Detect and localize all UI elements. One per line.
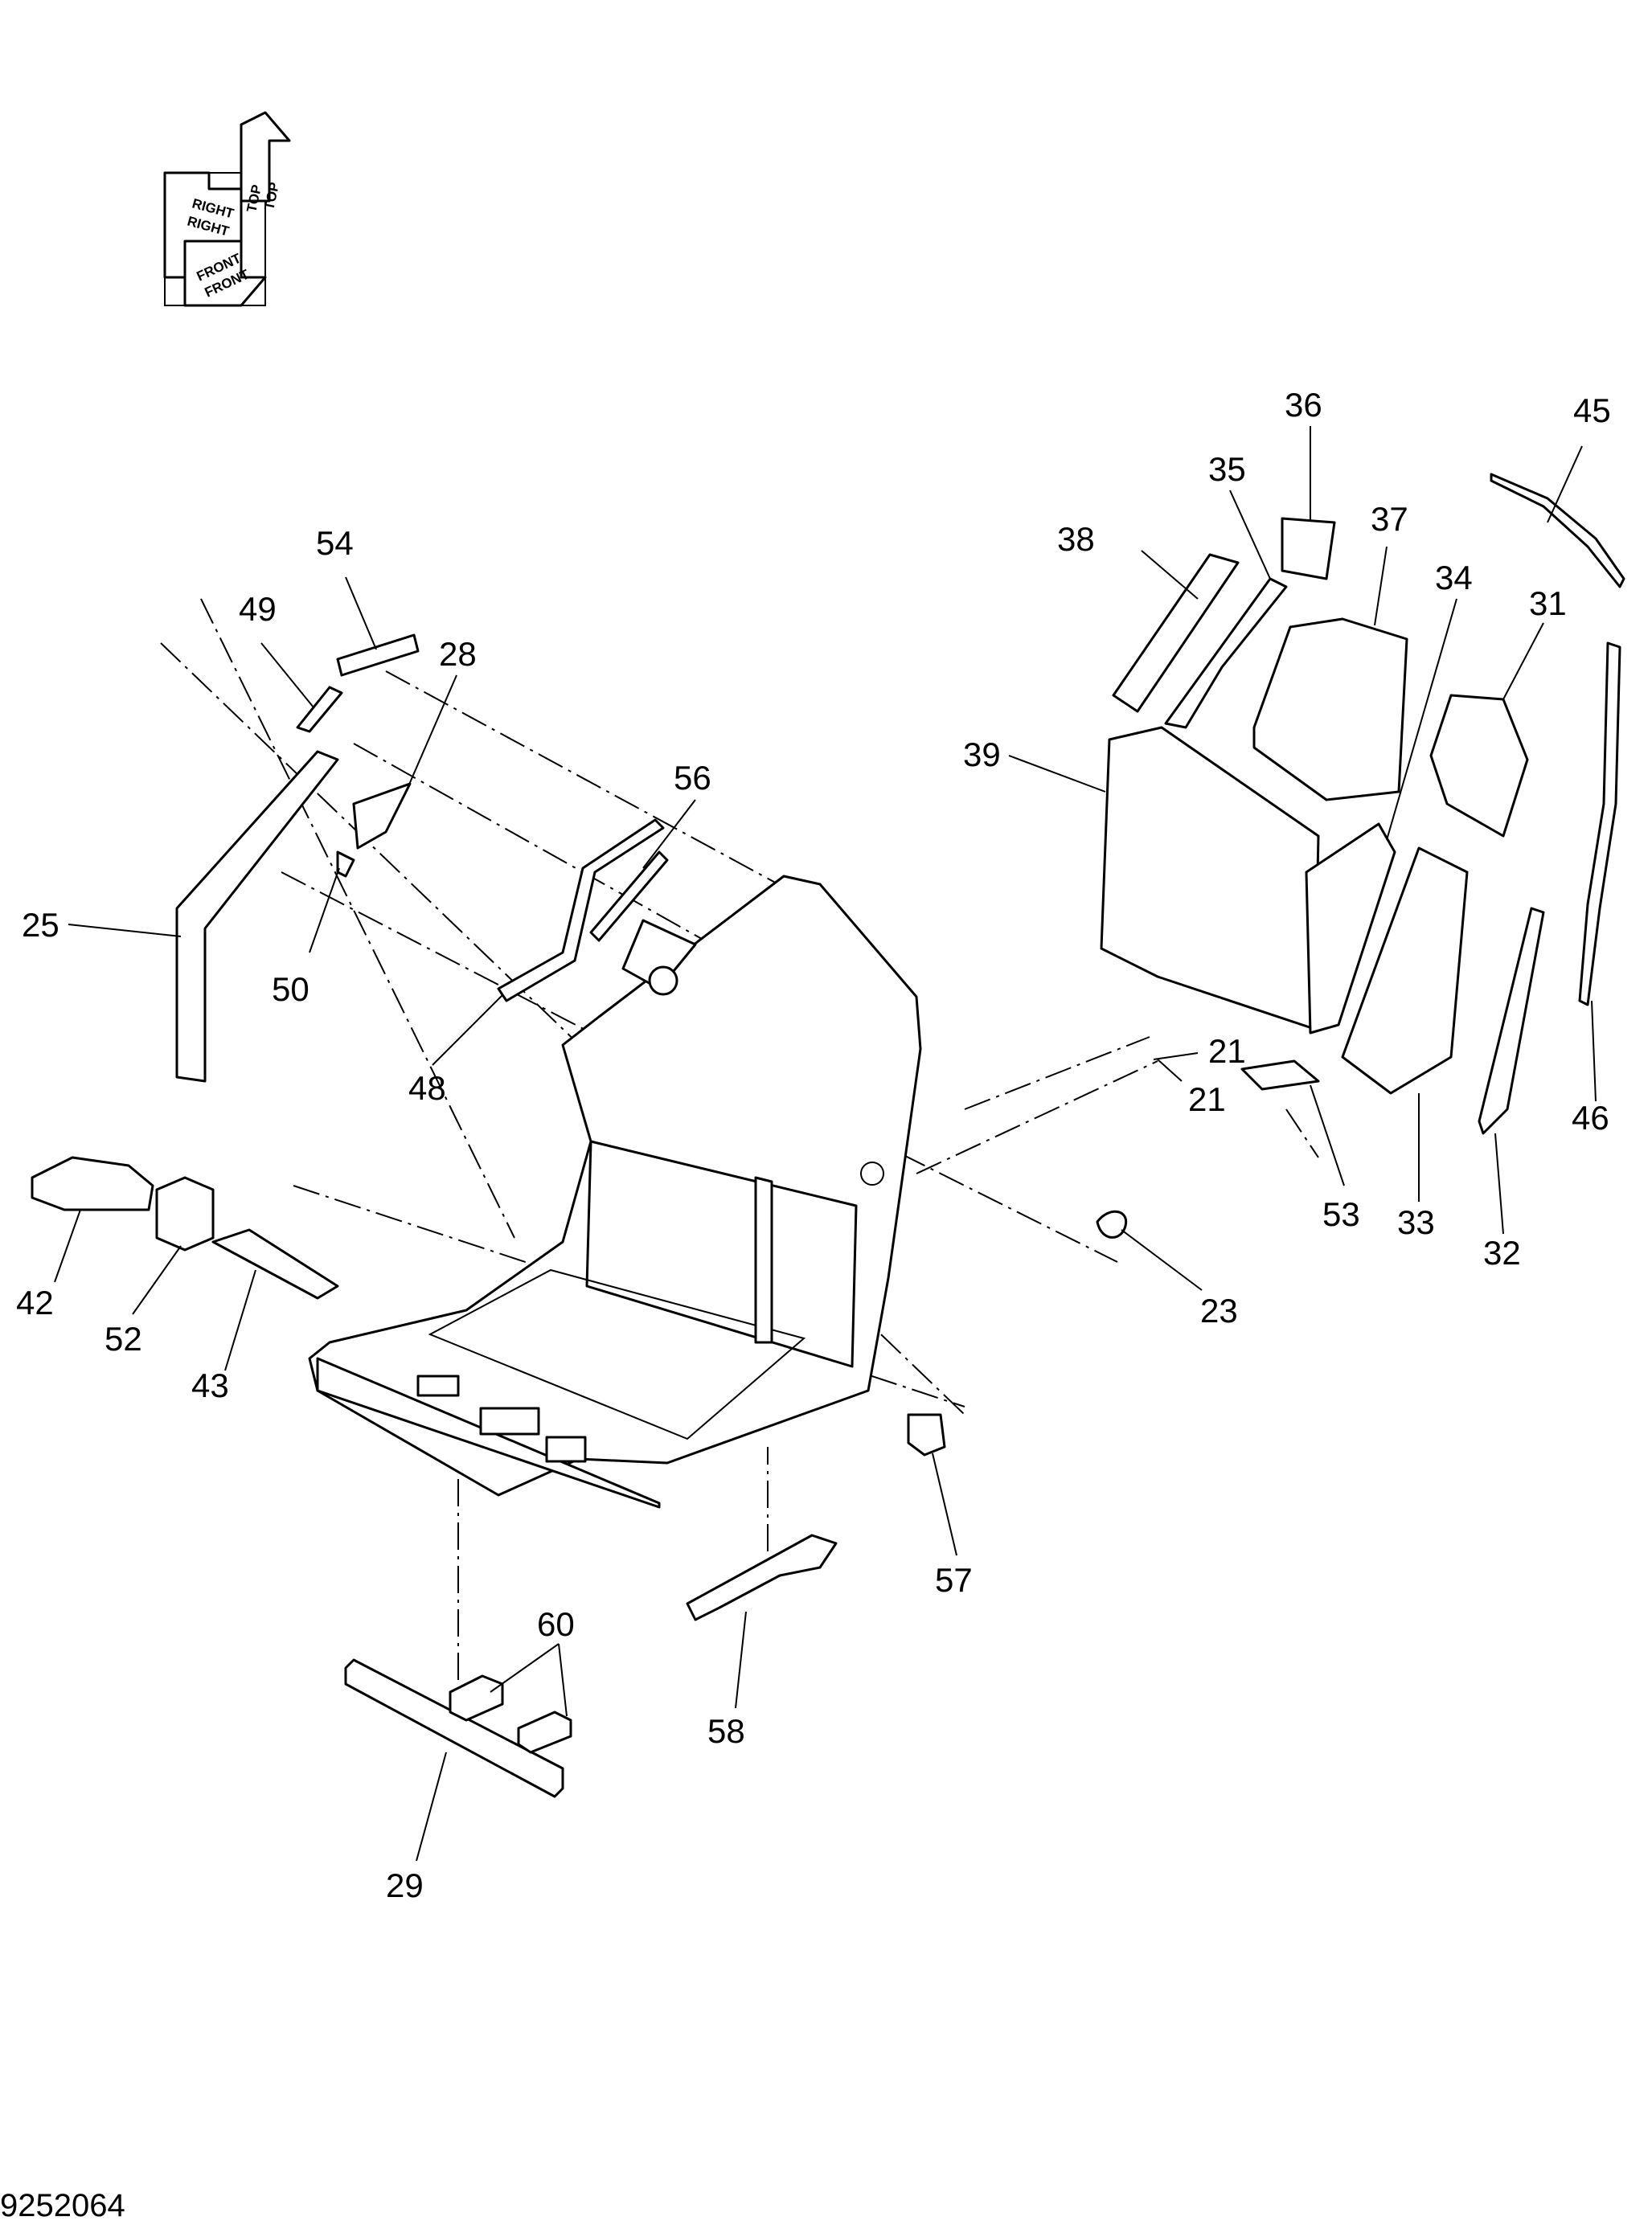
callout-53: 53 (1322, 1195, 1360, 1233)
part-23-plug (1096, 1210, 1128, 1239)
callout-39: 39 (963, 735, 1001, 773)
part-60-block-2 (517, 1711, 572, 1754)
callout-57: 57 (935, 1561, 973, 1599)
part-45-strip (1490, 473, 1625, 588)
callout-38: 38 (1057, 520, 1095, 558)
callout-45: 45 (1573, 391, 1611, 429)
callout-54: 54 (316, 524, 354, 562)
part-49-strip (296, 686, 343, 733)
callout-labels: 36 45 35 37 38 54 34 31 49 28 56 39 25 5… (16, 386, 1611, 1904)
callout-48: 48 (408, 1069, 446, 1107)
leader-lines (54, 426, 1597, 1862)
part-53-pad (1240, 1059, 1320, 1091)
callout-33: 33 (1397, 1203, 1435, 1241)
callout-58: 58 (707, 1712, 745, 1750)
part-28-bracket (352, 782, 412, 850)
part-36-cover (1281, 517, 1336, 580)
callout-49: 49 (239, 590, 277, 628)
part-35-panel (1164, 577, 1288, 729)
callout-32: 32 (1483, 1234, 1521, 1272)
callout-50: 50 (272, 970, 309, 1008)
part-52-block (155, 1176, 215, 1252)
part-60-block-1 (449, 1674, 504, 1722)
part-29-rail (344, 1658, 564, 1798)
callout-21-upper: 21 (1208, 1032, 1246, 1070)
part-56-strip (589, 850, 669, 942)
part-57-clip (907, 1413, 946, 1457)
part-37-panel (1252, 617, 1408, 801)
callout-36: 36 (1285, 386, 1322, 424)
figure-number: 9252064 (0, 2188, 125, 2223)
callout-56: 56 (674, 759, 711, 797)
callout-34: 34 (1435, 559, 1473, 596)
callout-42: 42 (16, 1284, 54, 1321)
cab-frame-assembly (308, 875, 922, 1509)
part-25-pillar-trim (175, 750, 339, 1083)
part-43-pad (211, 1228, 339, 1300)
orientation-marker: TOP TOP RIGHT RIGHT FRONT FRONT (163, 111, 291, 307)
callout-21-lower: 21 (1188, 1080, 1226, 1118)
callout-29: 29 (386, 1866, 424, 1904)
part-33-panel (1341, 846, 1469, 1095)
part-38-panel (1112, 553, 1240, 713)
callout-60: 60 (537, 1605, 575, 1643)
part-34-panel (1305, 822, 1396, 1035)
part-58-plate (686, 1534, 838, 1621)
callout-43: 43 (191, 1366, 229, 1404)
part-46-strip (1578, 641, 1621, 1006)
part-54-strip (336, 633, 420, 677)
callout-28: 28 (439, 635, 477, 673)
callout-25: 25 (22, 906, 59, 944)
part-50-clip (336, 850, 355, 878)
part-42-plate (31, 1156, 154, 1211)
callout-52: 52 (105, 1320, 142, 1358)
callout-35: 35 (1208, 450, 1246, 488)
callout-31: 31 (1529, 584, 1567, 622)
part-39-mat (1100, 726, 1320, 1031)
callout-46: 46 (1572, 1099, 1609, 1137)
part-32-trim (1478, 907, 1545, 1135)
part-31-panel (1429, 694, 1529, 838)
callout-37: 37 (1371, 500, 1408, 538)
part-48-handrail (497, 818, 665, 1002)
callout-23: 23 (1200, 1292, 1238, 1330)
